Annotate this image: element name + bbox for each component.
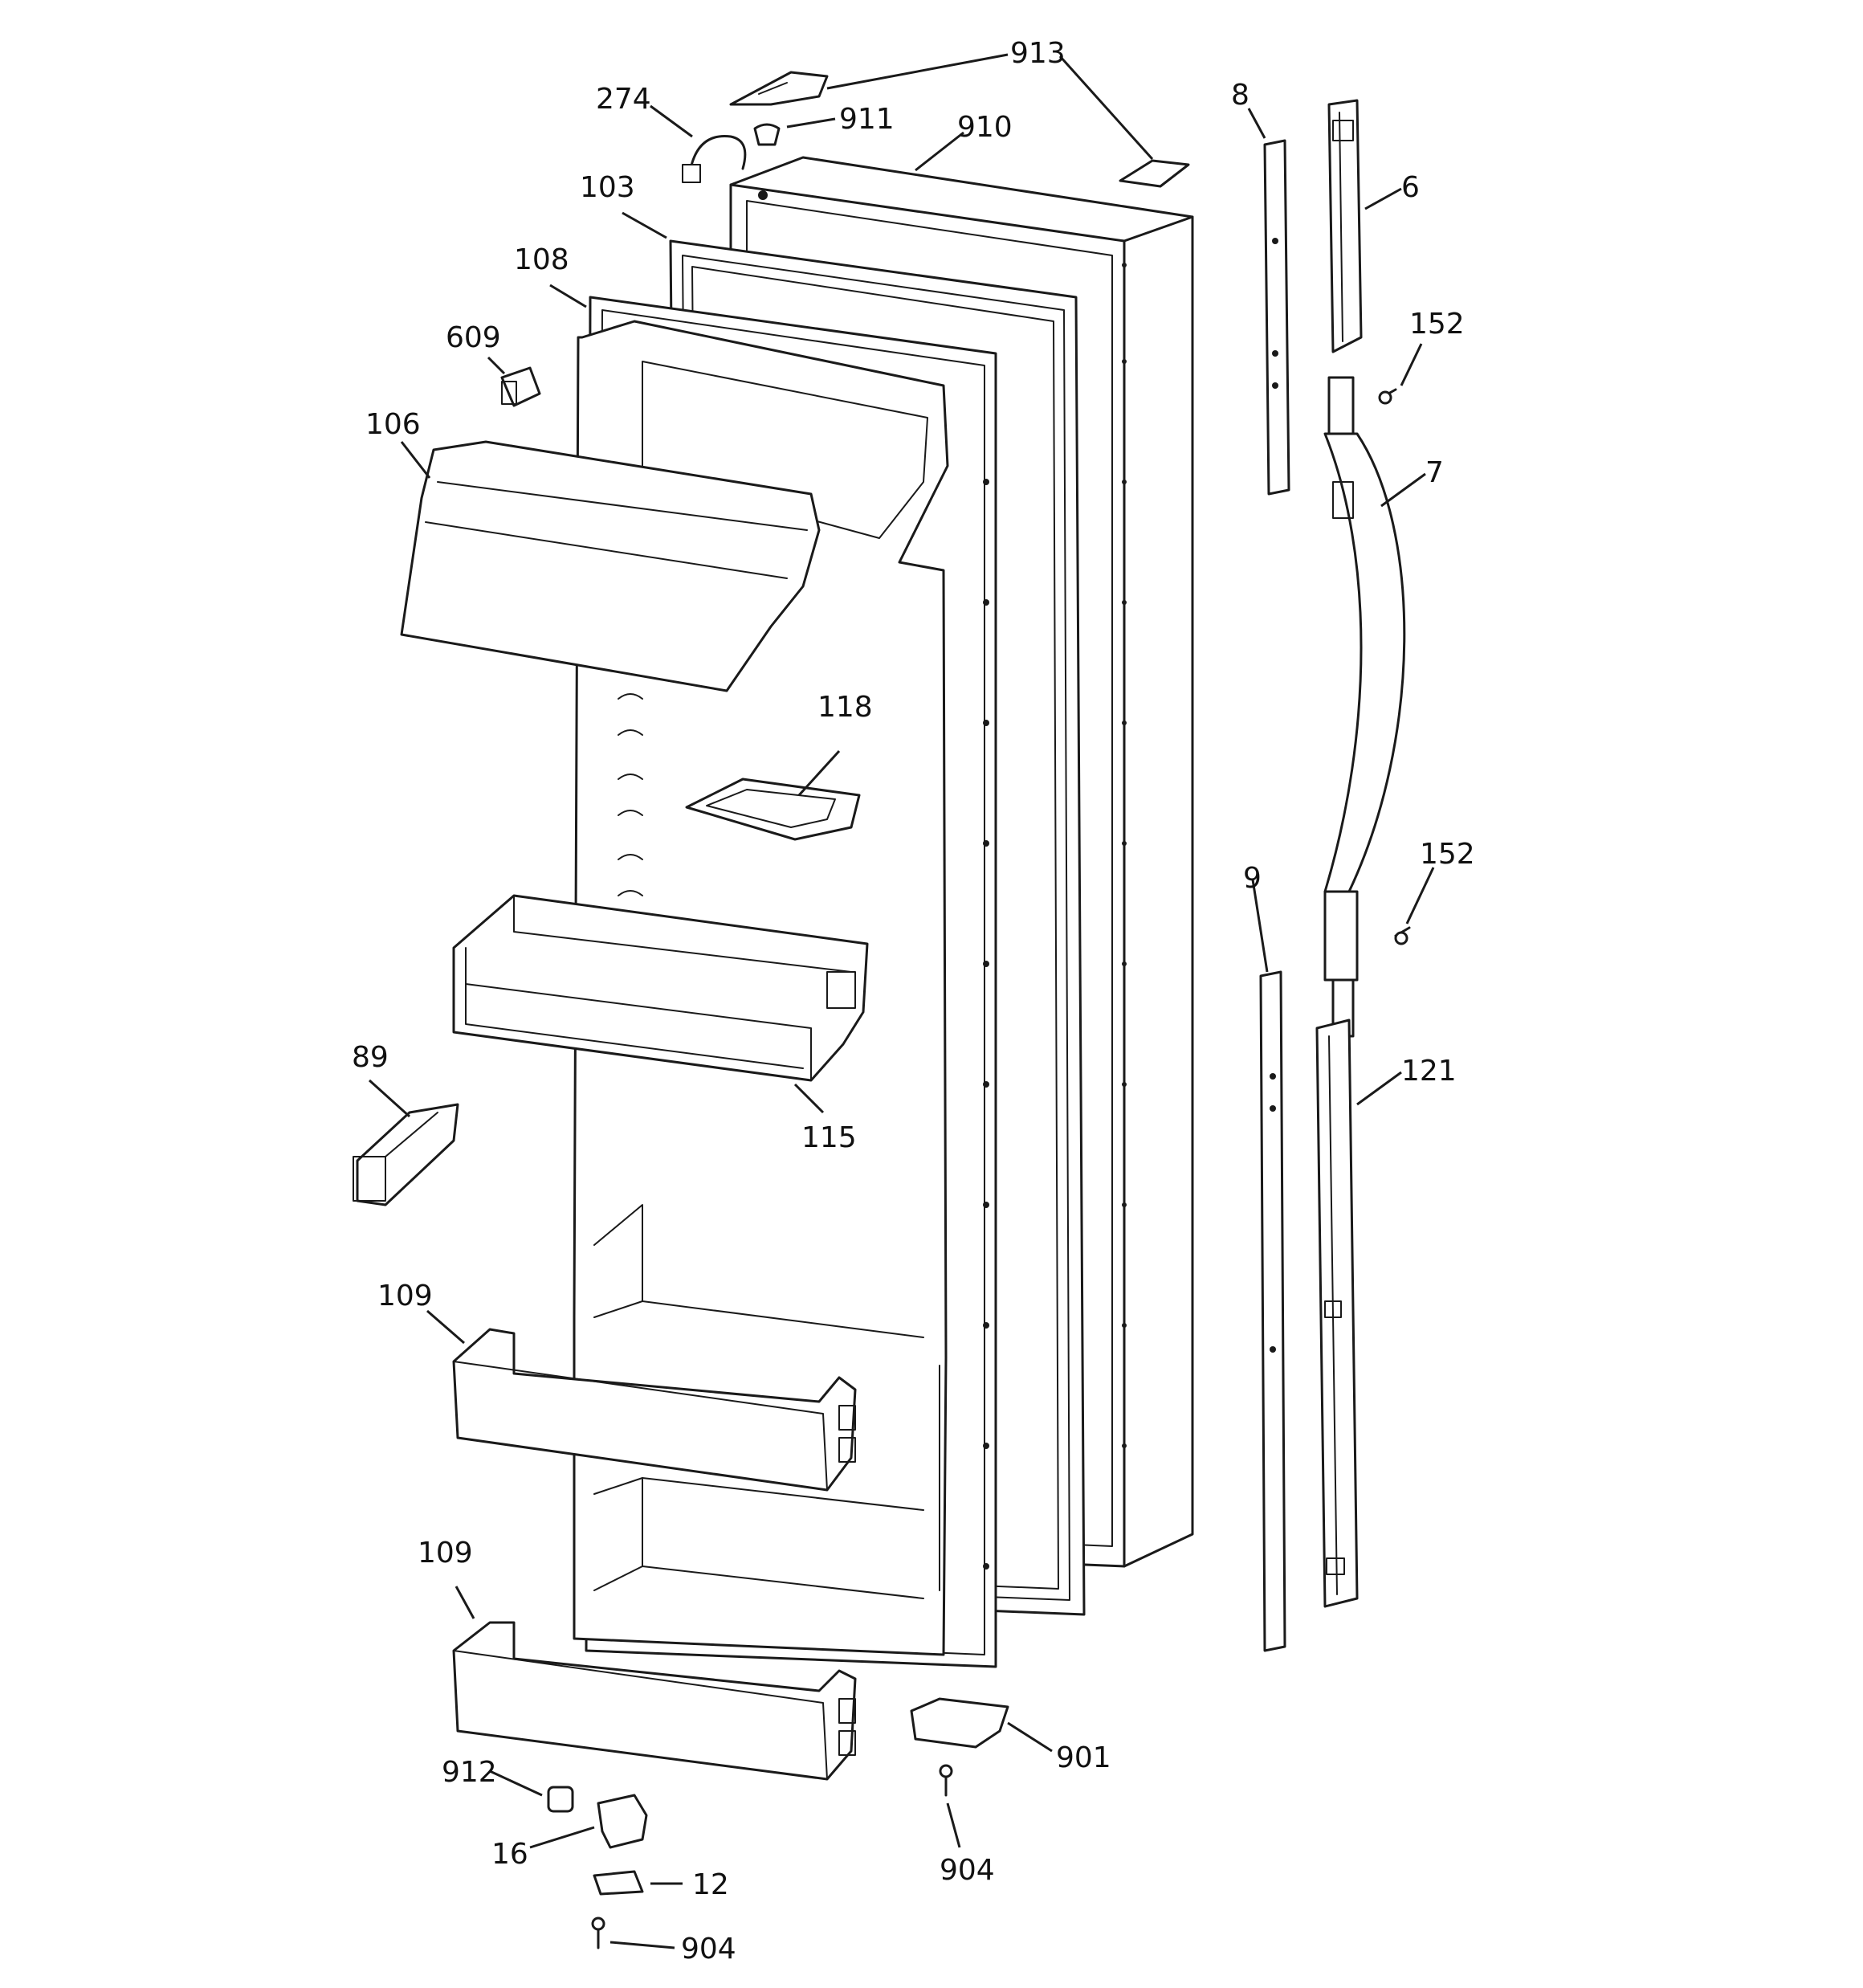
part-912-bushing	[547, 1786, 574, 1813]
label-901: 901	[1056, 1741, 1111, 1774]
part-16-hinge	[597, 1794, 648, 1849]
label-904-bottom: 904	[681, 1933, 736, 1966]
part-89-accessory	[353, 1103, 459, 1206]
part-115-door-bin	[452, 894, 869, 1082]
label-118: 118	[817, 691, 873, 724]
callout-labels: 913 274 911 910 8 6 103 108 609 152 106 …	[352, 37, 1475, 1966]
label-89: 89	[352, 1041, 389, 1074]
part-6-handle-cap	[1327, 99, 1363, 353]
label-152-upper: 152	[1409, 308, 1465, 341]
label-910: 910	[957, 111, 1013, 144]
part-911-plug	[753, 123, 781, 146]
label-121: 121	[1401, 1055, 1457, 1088]
label-103: 103	[580, 171, 635, 204]
part-904-screw-right	[939, 1764, 953, 1797]
label-912: 912	[442, 1756, 497, 1789]
part-109-upper-door-bin	[452, 1328, 857, 1492]
part-7-handle	[1323, 376, 1406, 1038]
label-109-upper: 109	[377, 1280, 433, 1312]
part-12-bracket	[593, 1870, 644, 1896]
label-274: 274	[596, 83, 651, 116]
label-6: 6	[1401, 171, 1420, 204]
part-913-cap-right	[1119, 159, 1190, 188]
label-152-lower: 152	[1420, 838, 1475, 871]
part-152-screw-lower	[1394, 926, 1411, 945]
label-108: 108	[514, 243, 569, 276]
label-8: 8	[1231, 79, 1249, 112]
label-106: 106	[365, 408, 421, 441]
part-274-harness	[682, 135, 747, 183]
label-109-lower: 109	[418, 1537, 473, 1570]
label-12: 12	[692, 1868, 729, 1901]
leader-lines	[368, 53, 1435, 1949]
label-16: 16	[491, 1838, 528, 1871]
label-913: 913	[1010, 37, 1066, 70]
label-115: 115	[801, 1121, 857, 1154]
part-609-switch	[500, 366, 541, 407]
label-904-right: 904	[940, 1854, 995, 1887]
part-904-screw-bottom	[591, 1917, 605, 1949]
part-118-tray	[685, 778, 861, 841]
label-9: 9	[1243, 862, 1262, 895]
part-8-trim-strip	[1263, 139, 1290, 496]
part-901-hinge-cover	[910, 1697, 1009, 1749]
part-152-screw-upper	[1378, 388, 1397, 405]
label-7: 7	[1425, 456, 1444, 489]
label-911: 911	[839, 103, 895, 136]
part-913-cap-left	[729, 71, 829, 106]
part-109-lower-door-bin	[452, 1621, 857, 1781]
label-609: 609	[446, 321, 501, 354]
part-9-trim-strip	[1259, 970, 1286, 1652]
part-106-dairy-cover	[400, 440, 821, 692]
part-121-handle-cap	[1315, 1018, 1359, 1608]
